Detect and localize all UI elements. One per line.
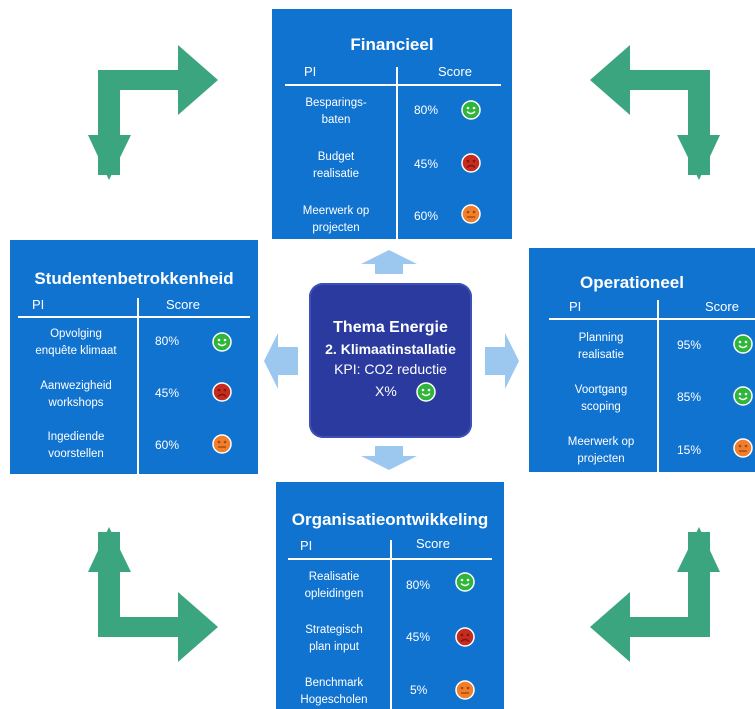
col-header-pi: PI: [304, 64, 317, 79]
panel-financieel: Financieel PI Score Besparings- baten 80…: [272, 9, 512, 239]
sad-face-icon: [455, 627, 475, 647]
row-score: 80%: [155, 334, 180, 348]
happy-face-icon: [212, 332, 232, 352]
column-divider: [657, 300, 659, 472]
col-header-score: Score: [438, 64, 472, 79]
col-header-pi: PI: [300, 538, 313, 553]
col-header-pi: PI: [569, 299, 582, 314]
arrow-down-small-icon: [361, 446, 417, 470]
col-header-score: Score: [416, 536, 450, 551]
row-label: Strategisch plan input: [305, 624, 363, 653]
panel-organisatieontwikkeling: Organisatieontwikkeling PI Score Realisa…: [276, 482, 504, 709]
happy-face-icon: [461, 100, 481, 120]
panel-title: Operationeel: [580, 273, 684, 292]
arrow-right-small-icon: [485, 333, 519, 389]
sad-face-icon: [461, 153, 481, 173]
neutral-face-icon: [455, 680, 475, 700]
arrow-top-left-icon: [88, 45, 218, 180]
center-theme-box: Thema Energie 2. Klimaatinstallatie KPI:…: [309, 283, 472, 438]
arrow-left-small-icon: [264, 333, 298, 389]
row-score: 45%: [155, 386, 180, 400]
sad-face-icon: [212, 382, 232, 402]
row-label: Realisatie opleidingen: [304, 571, 364, 600]
panel-operationeel: Operationeel PI Score Planning realisati…: [529, 248, 755, 472]
center-title: Thema Energie: [333, 319, 448, 336]
column-divider: [137, 298, 139, 474]
row-label: Budget realisatie: [312, 151, 360, 180]
row-label: Planning realisatie: [577, 332, 625, 361]
header-divider: [549, 318, 755, 320]
center-subtitle: 2. Klimaatinstallatie: [325, 341, 456, 357]
row-score: 5%: [410, 683, 428, 697]
row-score: 15%: [677, 443, 702, 457]
panel-studentenbetrokkenheid: Studentenbetrokkenheid PI Score Opvolgin…: [10, 240, 258, 474]
center-value: X%: [375, 383, 397, 399]
header-divider: [285, 84, 501, 86]
row-label: Meerwerk op projecten: [302, 205, 370, 234]
neutral-face-icon: [733, 438, 753, 458]
happy-face-icon: [416, 382, 436, 402]
col-header-score: Score: [166, 297, 200, 312]
row-score: 95%: [677, 338, 702, 352]
panel-title: Organisatieontwikkeling: [291, 510, 489, 529]
row-label: Ingediende voorstellen: [47, 431, 105, 460]
arrow-bottom-left-icon: [88, 527, 218, 662]
header-divider: [18, 316, 250, 318]
row-score: 85%: [677, 390, 702, 404]
row-score: 45%: [406, 630, 431, 644]
column-divider: [390, 540, 392, 709]
row-score: 60%: [155, 438, 180, 452]
arrow-up-small-icon: [361, 250, 417, 274]
panel-title: Financieel: [350, 35, 434, 54]
row-label: Aanwezigheid workshops: [40, 380, 112, 409]
center-kpi: KPI: CO2 reductie: [334, 361, 447, 377]
row-score: 80%: [414, 103, 439, 117]
row-label: Meerwerk op projecten: [567, 436, 635, 465]
row-score: 80%: [406, 578, 431, 592]
col-header-score: Score: [705, 299, 739, 314]
panel-title: Studentenbetrokkenheid: [34, 269, 234, 288]
row-label: Benchmark Hogescholen: [300, 677, 368, 706]
row-score: 60%: [414, 209, 439, 223]
happy-face-icon: [455, 572, 475, 592]
row-label: Besparings- baten: [305, 97, 367, 126]
neutral-face-icon: [212, 434, 232, 454]
happy-face-icon: [733, 334, 753, 354]
arrow-top-right-icon: [590, 45, 720, 180]
happy-face-icon: [733, 386, 753, 406]
row-score: 45%: [414, 157, 439, 171]
arrow-bottom-right-icon: [590, 527, 720, 662]
row-label: Opvolging enquête klimaat: [35, 328, 117, 357]
neutral-face-icon: [461, 204, 481, 224]
col-header-pi: PI: [32, 297, 45, 312]
row-label: Voortgang scoping: [574, 384, 628, 413]
column-divider: [396, 67, 398, 239]
